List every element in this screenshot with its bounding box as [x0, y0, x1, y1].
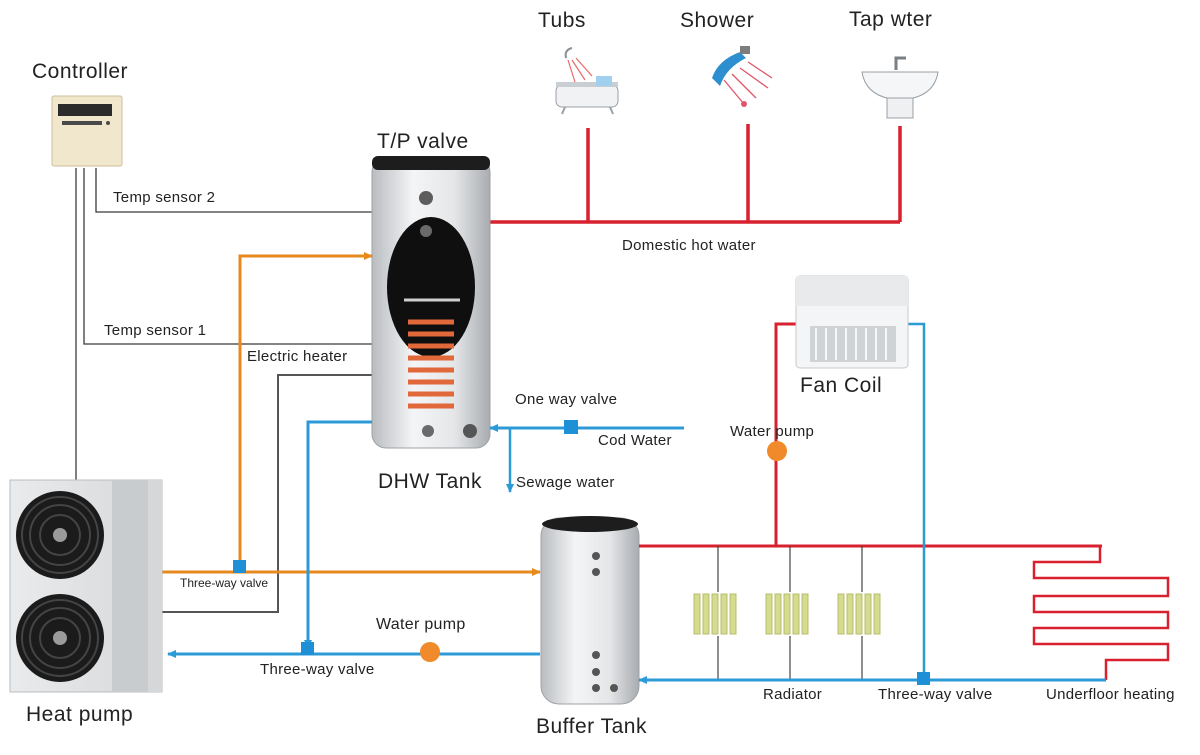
underfloor-heating-loop — [1032, 546, 1170, 680]
dhw-tank-label: DHW Tank — [378, 470, 482, 493]
signal-wires — [75, 168, 372, 480]
electric-heater-wire — [160, 374, 372, 613]
water-pump-bottom-label: Water pump — [376, 616, 466, 633]
sewage-water-label: Sewage water — [516, 474, 615, 491]
tap-water-label: Tap wter — [849, 8, 933, 31]
temp-sensor-2-label: Temp sensor 2 — [113, 189, 216, 206]
three-way-valve-top-label: Three-way valve — [180, 576, 269, 590]
three-way-valve-bottom-label: Three-way valve — [260, 661, 375, 678]
fan-coil-return-line — [908, 322, 926, 680]
underfloor-heating-label: Underfloor heating — [1046, 686, 1175, 703]
fan-icon — [16, 491, 104, 579]
shower-label: Shower — [680, 9, 755, 32]
radiator-label: Radiator — [763, 686, 823, 703]
fan-icon — [16, 594, 104, 682]
radiator-icon — [693, 593, 881, 635]
buffer-tank-label: Buffer Tank — [536, 715, 647, 738]
one-way-valve-icon — [564, 420, 578, 434]
bathtub-icon — [555, 47, 619, 115]
one-way-valve-label: One way valve — [515, 391, 618, 408]
water-pump-icon — [767, 441, 787, 461]
shower-icon — [712, 46, 773, 107]
wash-basin-icon — [861, 56, 939, 119]
coil-icon — [408, 319, 454, 409]
temp-sensor-1-wire — [83, 168, 372, 345]
heat-pump-unit — [9, 479, 163, 693]
heat-pump-label: Heat pump — [26, 703, 134, 726]
water-pump-icon — [420, 642, 440, 662]
three-way-valve-icon — [233, 560, 246, 573]
tubs-label: Tubs — [538, 9, 586, 32]
heating-supply-lines — [639, 322, 1102, 548]
temp-sensor-1-label: Temp sensor 1 — [104, 322, 207, 339]
dhw-tank — [371, 156, 491, 449]
fan-coil-unit — [795, 275, 909, 369]
fan-coil-label: Fan Coil — [800, 374, 883, 397]
buffer-tank — [540, 516, 640, 705]
radiator-connectors — [717, 546, 863, 680]
dhw-return-line — [304, 420, 372, 649]
cold-water-label: Cod Water — [598, 432, 672, 449]
three-way-valve-icon — [301, 642, 314, 655]
dhw-coil-supply-line — [238, 252, 373, 566]
domestic-hot-water-label: Domestic hot water — [622, 237, 756, 254]
temp-sensor-2-wire — [95, 168, 372, 213]
water-pump-right-label: Water pump — [730, 423, 815, 440]
controller-label: Controller — [32, 60, 129, 83]
three-way-valve-right-label: Three-way valve — [878, 686, 993, 703]
three-way-valve-icon — [917, 672, 930, 685]
domestic-hot-water-lines — [490, 124, 902, 224]
controller-unit — [51, 95, 123, 167]
electric-heater-label: Electric heater — [247, 348, 348, 365]
tp-valve-label: T/P valve — [377, 130, 469, 153]
